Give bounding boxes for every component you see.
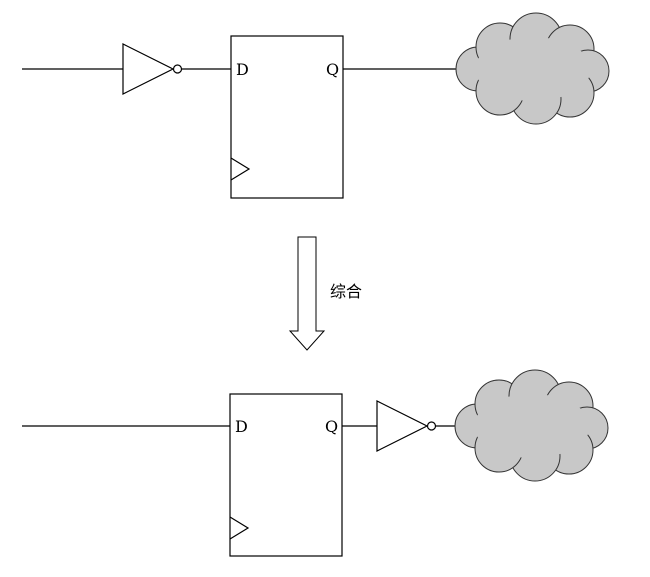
- top-logic-cloud-icon: [455, 12, 610, 125]
- top-inverter-bubble: [172, 64, 183, 74]
- bottom-circuit: D Q: [22, 369, 609, 557]
- top-inverter-icon: [122, 43, 175, 95]
- bottom-q-pin-label: Q: [325, 417, 338, 436]
- bottom-inverter-icon: [376, 400, 429, 452]
- top-clock-triangle-icon: [230, 157, 251, 181]
- bottom-flip-flop: [229, 393, 343, 557]
- top-q-pin-label: Q: [326, 60, 339, 79]
- top-flip-flop: [230, 35, 344, 199]
- top-d-pin-label: D: [236, 60, 249, 79]
- bottom-clock-triangle-icon: [229, 516, 250, 540]
- synthesis-caption: 综合: [330, 282, 362, 301]
- bottom-logic-cloud-icon: [454, 369, 609, 482]
- bottom-d-pin-label: D: [235, 417, 248, 436]
- bottom-inverter-bubble: [426, 421, 437, 431]
- down-arrow-icon: [288, 236, 326, 351]
- synthesis-arrow: 综合: [288, 236, 362, 351]
- top-circuit: D Q: [22, 12, 610, 199]
